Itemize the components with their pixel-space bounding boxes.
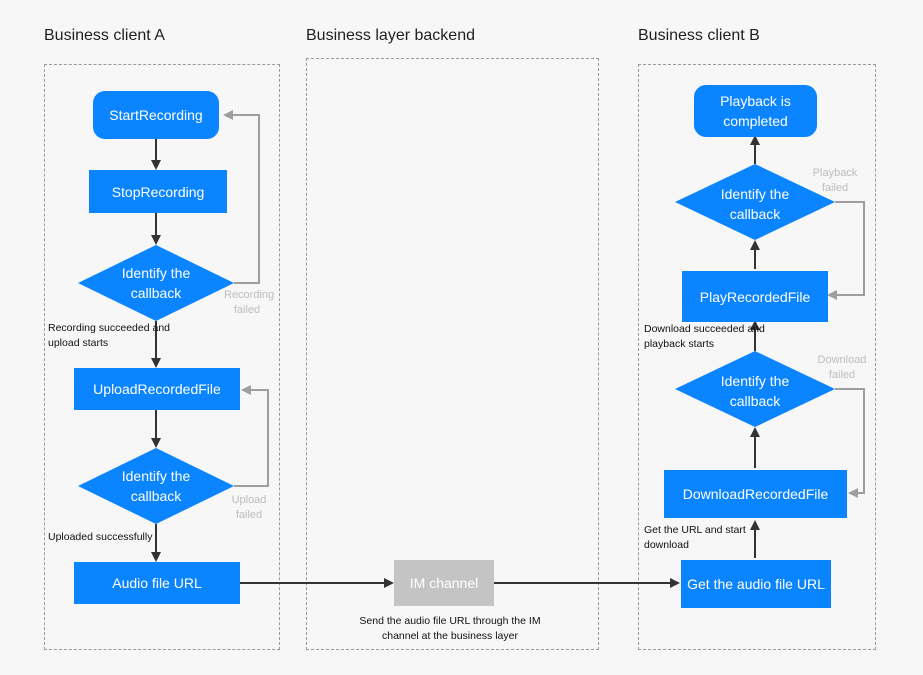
- loop-playback-failed: [827, 201, 865, 300]
- get-url-note: Get the URL and start download: [644, 524, 746, 551]
- identify-callback-recording-label: Identify the callback: [121, 265, 191, 301]
- column-title-client-a: Business client A: [44, 27, 165, 44]
- identify-callback-download-label: Identify the callback: [720, 373, 790, 409]
- audio-file-url-node: Audio file URL: [74, 562, 240, 604]
- playback-failed-label: Playback failed: [812, 167, 858, 194]
- stop-recording-node: StopRecording: [89, 170, 227, 213]
- decision-diamond-recording: [78, 245, 234, 321]
- column-title-backend: Business layer backend: [306, 27, 475, 44]
- upload-recorded-file-node: UploadRecordedFile: [74, 368, 240, 410]
- decision-diamond-upload: [78, 448, 234, 524]
- lane-client-a: [44, 64, 280, 650]
- start-recording-node: StartRecording: [93, 91, 219, 139]
- identify-callback-upload-label: Identify the callback: [121, 468, 191, 504]
- download-failed-label: Download failed: [817, 354, 867, 381]
- loop-upload-failed: [234, 385, 269, 487]
- get-audio-file-url-node: Get the audio file URL: [681, 560, 831, 608]
- loop-download-failed: [835, 388, 865, 498]
- identify-callback-playback-label: Identify the callback: [720, 186, 790, 222]
- download-recorded-file-node: DownloadRecordedFile: [664, 470, 847, 518]
- decision-diamond-download: [675, 351, 835, 427]
- im-channel-node: IM channel: [394, 560, 494, 606]
- recording-succeeded-note: Recording succeeded and upload starts: [48, 322, 171, 349]
- download-succeeded-note: Download succeeded and playback starts: [644, 323, 765, 350]
- column-title-client-b: Business client B: [638, 27, 760, 44]
- lane-backend: [306, 58, 599, 650]
- decision-diamond-playback: [675, 164, 835, 240]
- play-recorded-file-node: PlayRecordedFile: [682, 271, 828, 322]
- upload-failed-label: Upload failed: [231, 494, 267, 521]
- loop-recording-failed: [223, 110, 260, 284]
- recording-failed-label: Recording failed: [224, 289, 275, 316]
- uploaded-successfully-note: Uploaded successfully: [48, 531, 153, 543]
- playback-completed-node: Playback is completed: [694, 85, 817, 137]
- im-channel-note: Send the audio file URL through the IM c…: [359, 615, 541, 642]
- lane-client-b: [638, 64, 876, 650]
